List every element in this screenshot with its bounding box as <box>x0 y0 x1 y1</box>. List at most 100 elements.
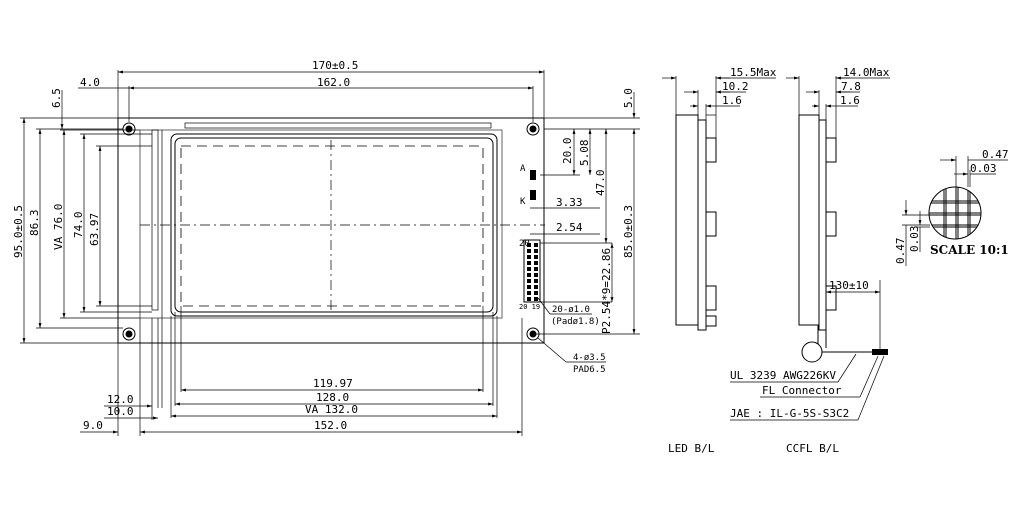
front-view: A K 20 20 19 <box>12 59 640 436</box>
dim-top-margin: 6.5 <box>50 88 63 108</box>
pin-pad <box>534 261 538 265</box>
dot-dim-gap-left: 0.03 <box>908 226 921 253</box>
dim-pitch: P2.54*9=22.86 <box>600 248 613 334</box>
ccfl-cable-spec: UL 3239 AWG226KV <box>730 369 836 382</box>
pin-pad <box>527 297 531 301</box>
top-strip <box>184 122 492 129</box>
fl-connector-icon <box>872 349 888 355</box>
mount-hole-tr <box>526 122 540 136</box>
dim-left-offset: 4.0 <box>80 76 100 89</box>
label-a: A <box>520 164 526 174</box>
dot-area <box>180 145 484 307</box>
pin-pad <box>534 297 538 301</box>
dot-dim-pitch-left: 0.47 <box>894 238 907 265</box>
pin-pad <box>527 243 531 247</box>
pin-pad <box>527 261 531 265</box>
dim-va-width: VA 132.0 <box>305 403 358 416</box>
ccfl-dim-mid: 7.8 <box>841 80 861 93</box>
viewing-area <box>170 133 498 317</box>
pad-anode <box>530 170 536 180</box>
dim-mount-holes: 4-ø3.5 <box>573 353 606 363</box>
ccfl-component-1 <box>825 137 837 163</box>
led-pin <box>705 315 717 327</box>
pin-pad <box>534 279 538 283</box>
dim-height-mount: 85.0±0.3 <box>622 205 635 258</box>
dim-left-10: 10.0 <box>107 405 134 418</box>
led-dim-max: 15.5Max <box>730 66 777 79</box>
pad-cathode <box>530 190 536 200</box>
pin-header <box>523 239 541 303</box>
dim-mount-pad: PAD6.5 <box>573 365 606 375</box>
left-strip <box>151 129 159 311</box>
dim-holes-pad: (Padø1.8) <box>551 317 600 327</box>
mount-hole-tl <box>122 122 136 136</box>
led-body <box>675 114 699 326</box>
pin-pad <box>527 267 531 271</box>
led-component-2 <box>705 211 717 237</box>
dim-left-12: 12.0 <box>107 393 134 406</box>
led-dim-small: 1.6 <box>722 94 742 107</box>
dim-aa-height: 74.0 <box>72 212 85 239</box>
dim-height-inner: 86.3 <box>28 210 41 237</box>
module-frame <box>139 129 503 319</box>
ccfl-dim-small: 1.6 <box>840 94 860 107</box>
led-pcb <box>697 119 707 331</box>
ccfl-body <box>798 114 820 326</box>
pin-pad <box>534 291 538 295</box>
ccfl-lamp <box>801 341 823 363</box>
dim-pin-333: 3.33 <box>556 196 583 209</box>
pin-pad <box>534 255 538 259</box>
dim-aa-width: 128.0 <box>316 391 349 404</box>
ccfl-pcb <box>818 119 827 331</box>
dim-dot-height: 63.97 <box>88 213 101 246</box>
pin-array <box>527 243 538 301</box>
pin-pad <box>534 273 538 277</box>
dot-scale: SCALE 10:1 <box>930 243 1009 257</box>
led-component-3 <box>705 285 717 311</box>
pin-pad <box>534 243 538 247</box>
dim-top-inner: 162.0 <box>317 76 350 89</box>
dim-top-overall: 170±0.5 <box>312 59 358 72</box>
ccfl-dim-max: 14.0Max <box>843 66 890 79</box>
ccfl-jae: JAE : IL-G-5S-S3C2 <box>730 407 849 420</box>
led-caption: LED B/L <box>668 442 715 455</box>
pcb-outline <box>117 117 545 344</box>
dim-holes-pin: 20-ø1.0 <box>552 305 590 315</box>
pin-pad <box>534 267 538 271</box>
ccfl-component-2 <box>825 211 837 237</box>
pin-pad <box>527 273 531 277</box>
dim-right-margin: 5.0 <box>622 88 635 108</box>
ccfl-side-view: 14.0Max 7.8 1.6 130±10 UL 3239 AWG226KV … <box>730 66 890 455</box>
dot-detail-view: 0.47 0.03 0.47 0.03 SCALE 10:1 <box>894 148 1009 266</box>
dim-left-9: 9.0 <box>83 419 103 432</box>
ccfl-caption: CCFL B/L <box>786 442 839 455</box>
dim-dot-width: 119.97 <box>313 377 353 390</box>
ccfl-dim-cable: 130±10 <box>829 279 869 292</box>
ccfl-connector: FL Connector <box>762 384 842 397</box>
dim-pin-508: 5.08 <box>578 140 591 167</box>
dim-pin-254: 2.54 <box>556 221 583 234</box>
led-dim-mid: 10.2 <box>722 80 749 93</box>
label-k: K <box>520 197 526 207</box>
dim-height-overall: 95.0±0.5 <box>12 205 25 258</box>
led-side-view: 15.5Max 10.2 1.6 LED B/L <box>662 66 777 455</box>
dim-pin-20: 20.0 <box>561 138 574 165</box>
dim-pin-47: 47.0 <box>594 170 607 197</box>
label-pin2019: 20 19 <box>519 303 540 311</box>
dot-dim-pitch-top: 0.47 <box>982 148 1009 161</box>
pin-pad <box>527 255 531 259</box>
pin-pad <box>534 249 538 253</box>
pin-pad <box>527 291 531 295</box>
dot-grid <box>929 187 981 239</box>
pin-pad <box>527 279 531 283</box>
pin-pad <box>527 249 531 253</box>
mount-hole-bl <box>122 327 136 341</box>
led-component-1 <box>705 137 717 163</box>
dim-width-bottom: 152.0 <box>314 419 347 432</box>
dot-dim-gap-top: 0.03 <box>970 162 997 175</box>
pin-pad <box>527 285 531 289</box>
pin-pad <box>534 285 538 289</box>
ccfl-component-3 <box>825 285 837 311</box>
label-pin20: 20 <box>519 239 530 249</box>
